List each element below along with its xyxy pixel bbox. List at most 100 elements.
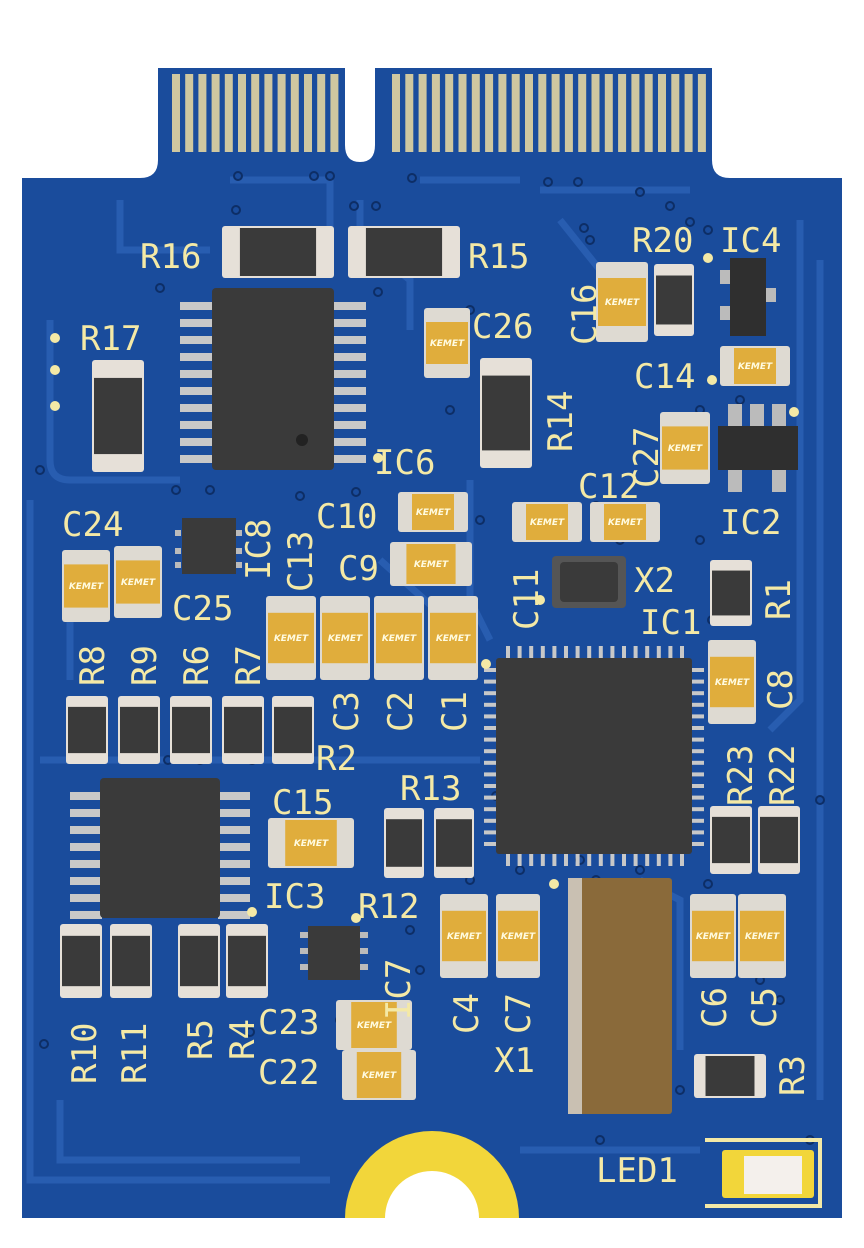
label-r20: R20 (632, 221, 693, 261)
label-c24: C24 (62, 505, 123, 545)
capacitor: KEMET (424, 308, 470, 378)
kemet-marking: KEMET (715, 678, 750, 688)
label-r23: R23 (721, 745, 761, 806)
label-r10: R10 (65, 1023, 105, 1084)
capacitor: KEMET (708, 640, 756, 724)
label-c6: C6 (695, 987, 735, 1028)
kemet-marking: KEMET (382, 634, 417, 644)
label-c8: C8 (761, 669, 801, 710)
label-ic6: IC6 (374, 443, 435, 483)
capacitor: KEMET (496, 894, 540, 978)
resistor (92, 360, 144, 472)
label-c7: C7 (499, 993, 539, 1034)
resistor (178, 924, 220, 998)
kemet-marking: KEMET (436, 634, 471, 644)
ic7-chip (300, 926, 368, 980)
resistor (118, 696, 160, 764)
label-r12: R12 (358, 887, 419, 927)
capacitor: KEMET (390, 542, 472, 586)
kemet-marking: KEMET (530, 518, 565, 528)
capacitor: KEMET (398, 492, 468, 532)
resistor (272, 696, 314, 764)
ic3-chip (70, 778, 250, 919)
ic2-chip (718, 404, 798, 492)
label-c3: C3 (327, 691, 367, 732)
capacitor: KEMET (738, 894, 786, 978)
resistor (170, 696, 212, 764)
resistor (348, 226, 460, 278)
resistor (480, 358, 532, 468)
kemet-marking: KEMET (414, 560, 449, 570)
edge-connector-fingers (172, 74, 706, 152)
kemet-marking: KEMET (294, 839, 329, 849)
label-r14: R14 (541, 391, 581, 452)
label-r4: R4 (223, 1019, 263, 1060)
capacitor: KEMET (342, 1050, 416, 1100)
label-c9: C9 (338, 549, 379, 589)
label-x1: X1 (494, 1041, 535, 1081)
label-ic3: IC3 (264, 877, 325, 917)
capacitor: KEMET (440, 894, 488, 978)
capacitor: KEMET (690, 894, 736, 978)
label-r1: R1 (759, 579, 799, 620)
label-r11: R11 (115, 1023, 155, 1084)
label-c1: C1 (435, 691, 475, 732)
ic1-chip (484, 646, 704, 866)
label-c5: C5 (745, 987, 785, 1028)
label-ic1: IC1 (640, 603, 701, 643)
silkscreen-labels: R16 R15 R20 IC4 C16 C26 R17 R14 C14 C27 … (62, 221, 813, 1191)
kemet-marking: KEMET (605, 298, 640, 308)
label-c15: C15 (272, 783, 333, 823)
resistor (694, 1054, 766, 1098)
kemet-marking: KEMET (362, 1071, 397, 1081)
label-c14: C14 (634, 357, 695, 397)
resistor (226, 924, 268, 998)
label-c13: C13 (281, 531, 321, 592)
capacitor: KEMET (114, 546, 162, 618)
capacitor: KEMET (590, 502, 660, 542)
label-c25: C25 (172, 589, 233, 629)
label-r17: R17 (80, 319, 141, 359)
crystal-x1 (568, 878, 672, 1114)
kemet-marking: KEMET (668, 444, 703, 454)
capacitor: KEMET (720, 346, 790, 386)
kemet-marking: KEMET (121, 578, 156, 588)
kemet-marking: KEMET (430, 339, 465, 349)
capacitor: KEMET (660, 412, 710, 484)
capacitor: KEMET (428, 596, 478, 680)
label-c22: C22 (258, 1053, 319, 1093)
resistor (758, 806, 800, 874)
ic6-chip (180, 288, 366, 470)
resistor (654, 264, 694, 336)
label-r3: R3 (773, 1055, 813, 1096)
kemet-marking: KEMET (745, 932, 780, 942)
ic4-chip (720, 258, 776, 336)
label-c12: C12 (578, 467, 639, 507)
capacitor: KEMET (596, 262, 648, 342)
label-ic8: IC8 (239, 519, 279, 580)
label-c26: C26 (472, 307, 533, 347)
label-r16: R16 (140, 237, 201, 277)
capacitor: KEMET (374, 596, 424, 680)
resistor (66, 696, 108, 764)
resistor (384, 808, 424, 878)
label-ic2: IC2 (720, 503, 781, 543)
kemet-marking: KEMET (738, 362, 773, 372)
resistor (710, 806, 752, 874)
label-c27: C27 (627, 427, 667, 488)
kemet-marking: KEMET (357, 1021, 392, 1031)
resistor (110, 924, 152, 998)
kemet-marking: KEMET (69, 582, 104, 592)
kemet-marking: KEMET (274, 634, 309, 644)
label-r2: R2 (316, 739, 357, 779)
label-r13: R13 (400, 769, 461, 809)
label-ic4: IC4 (720, 221, 781, 261)
capacitor: KEMET (512, 502, 582, 542)
resistor (222, 226, 334, 278)
label-r15: R15 (468, 237, 529, 277)
label-led1: LED1 (596, 1151, 678, 1191)
kemet-marking: KEMET (328, 634, 363, 644)
resistor (60, 924, 102, 998)
label-c16: C16 (565, 284, 605, 345)
